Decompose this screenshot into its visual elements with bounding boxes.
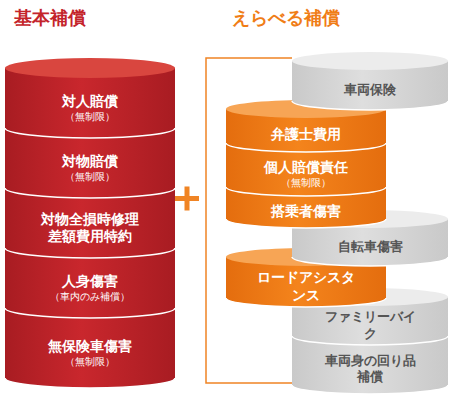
cylinder-body — [5, 128, 175, 198]
cylinder-text-area: 人身傷害（車内のみ補償） — [5, 258, 175, 318]
cylinder-top — [292, 288, 448, 306]
coverage-note: （無制限） — [65, 111, 115, 124]
coverage-note: （無制限） — [65, 356, 115, 369]
coverage-name: 無保険車傷害 — [48, 338, 132, 356]
cylinder-top — [226, 178, 386, 196]
coverage-note: （無制限） — [65, 171, 115, 184]
coverage-name: 搭乗者傷害 — [271, 203, 341, 221]
cylinder-edge — [292, 385, 448, 394]
coverage-cylinder: 対人賠償（無制限） — [5, 58, 175, 138]
cylinder-body — [5, 68, 175, 138]
cylinder-top — [226, 134, 386, 152]
column-heading: えらべる補償 — [232, 6, 340, 30]
cylinder-edge — [5, 378, 175, 388]
cylinder-text-area: 車両保険 — [292, 70, 448, 110]
cylinder-top — [5, 58, 175, 78]
cylinder-text-area: 無保険車傷害（無制限） — [5, 318, 175, 388]
column-heading: 基本補償 — [14, 6, 86, 30]
cylinder-top — [226, 100, 386, 118]
cylinder-top — [226, 248, 386, 266]
cylinder-body — [5, 188, 175, 258]
cylinder-text-area: 搭乗者傷害 — [226, 196, 386, 228]
cylinder-body — [5, 308, 175, 388]
cylinder-top — [5, 118, 175, 138]
coverage-name: 車両保険 — [344, 82, 396, 98]
coverage-name: ロードアシスタンス — [254, 269, 358, 304]
coverage-name: 対人賠償 — [62, 93, 118, 111]
cylinder-text-area: 自転車傷害 — [292, 228, 448, 266]
cylinder-top — [292, 326, 448, 344]
cylinder-top — [5, 178, 175, 198]
cylinder-top — [292, 210, 448, 228]
cylinder-text-area: ロードアシスタンス — [226, 266, 386, 307]
cylinder-text-area: 弁護士費用 — [226, 118, 386, 152]
cylinder-shape — [292, 52, 448, 110]
plus-symbol — [175, 187, 199, 211]
cylinder-body — [292, 335, 448, 394]
cylinder-body — [226, 187, 386, 228]
coverage-name: 弁護士費用 — [271, 126, 341, 144]
cylinder-text-area: 対人賠償（無制限） — [5, 78, 175, 138]
coverage-name: 人身傷害 — [62, 273, 118, 291]
cylinder-top — [5, 238, 175, 258]
cylinder-text-area: 対物賠償（無制限） — [5, 138, 175, 198]
coverage-name: 対物全損時修理 差額費用特約 — [38, 211, 142, 246]
coverage-name: 車両身の回り品補償 — [322, 353, 418, 386]
cylinder-body — [226, 143, 386, 196]
coverage-note: （車内のみ補償） — [50, 291, 130, 304]
cylinder-text-area: 車両身の回り品補償 — [292, 344, 448, 394]
coverage-name: 自転車傷害 — [338, 239, 403, 255]
cylinder-top — [5, 298, 175, 318]
coverage-name: 対物賠償 — [62, 153, 118, 171]
cylinder-body — [5, 248, 175, 318]
coverage-name: ファミリーバイク — [322, 309, 418, 342]
cylinder-text-area: 対物全損時修理 差額費用特約 — [5, 198, 175, 258]
coverage-name: 個人賠償責任 — [264, 159, 348, 177]
cylinder-top — [292, 52, 448, 70]
coverage-cylinder: 車両保険 — [292, 52, 448, 110]
cylinder-text-area: ファミリーバイク — [292, 306, 448, 345]
cylinder-text-area: 個人賠償責任（無制限） — [226, 152, 386, 196]
coverage-note: （無制限） — [281, 177, 331, 190]
